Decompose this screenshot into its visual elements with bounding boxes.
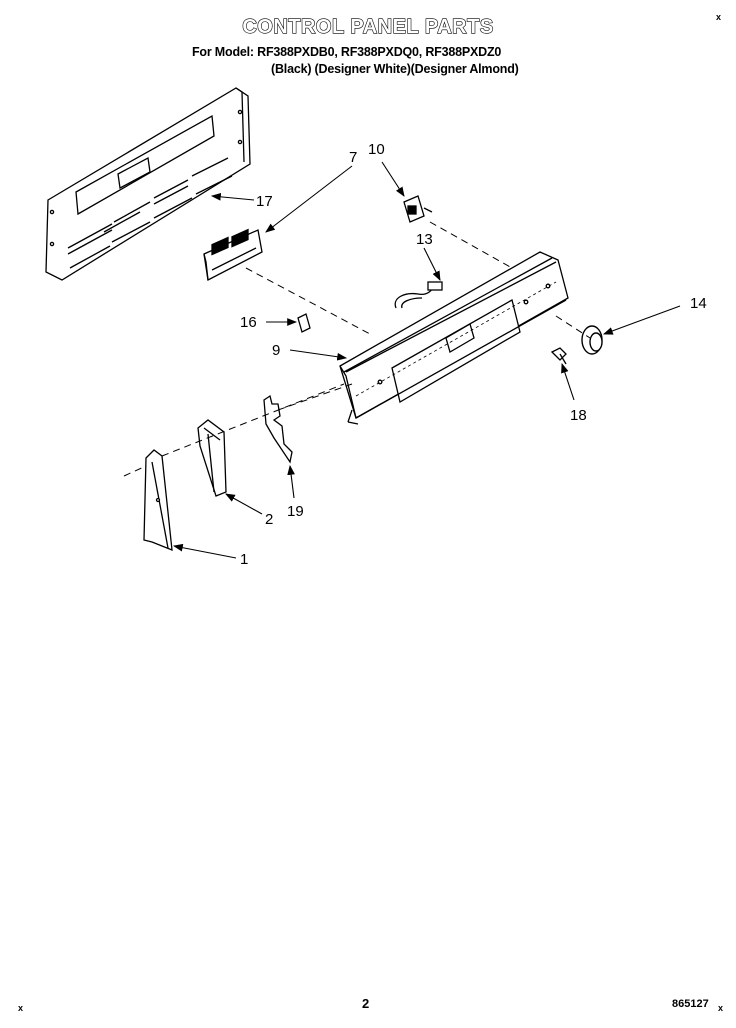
corner-mark-bottom-right: x — [718, 1003, 724, 1013]
part-18-screw — [550, 347, 567, 365]
part-19-bracket — [263, 394, 293, 464]
part-7-bezel — [203, 228, 263, 281]
part-10-switch — [403, 195, 433, 223]
part-2-end-cap — [197, 419, 227, 497]
part-1-side-trim — [143, 449, 173, 552]
part-9-control-panel — [339, 251, 569, 425]
callout-13: 13 — [416, 231, 433, 248]
callout-2: 2 — [265, 511, 273, 528]
assembly-lines — [123, 221, 591, 477]
callout-7: 7 — [349, 149, 357, 166]
part-16-clip — [297, 313, 311, 333]
page-number: 2 — [362, 996, 370, 1011]
callout-14: 14 — [690, 295, 707, 312]
callout-19: 19 — [287, 503, 304, 520]
part-13-wire-harness — [394, 281, 443, 309]
callout-9: 9 — [272, 342, 280, 359]
part-14-knob — [581, 325, 603, 355]
corner-mark-bottom-left: x — [18, 1003, 24, 1013]
corner-mark-top-right: x — [716, 12, 722, 22]
leader-arrows — [172, 161, 681, 559]
model-numbers: For Model: RF388PXDB0, RF388PXDQ0, RF388… — [192, 45, 502, 59]
callout-1: 1 — [240, 551, 248, 568]
callout-labels: 7 10 13 17 14 16 9 18 19 2 1 — [240, 141, 707, 568]
callout-16: 16 — [240, 314, 257, 331]
part-17-rear-panel — [45, 87, 251, 281]
callout-18: 18 — [570, 407, 587, 424]
page-title: CONTROL PANEL PARTS — [242, 15, 494, 38]
callout-10: 10 — [368, 141, 385, 158]
callout-17: 17 — [256, 193, 273, 210]
model-colors: (Black) (Designer White)(Designer Almond… — [271, 62, 519, 76]
document-number: 865127 — [672, 998, 709, 1010]
